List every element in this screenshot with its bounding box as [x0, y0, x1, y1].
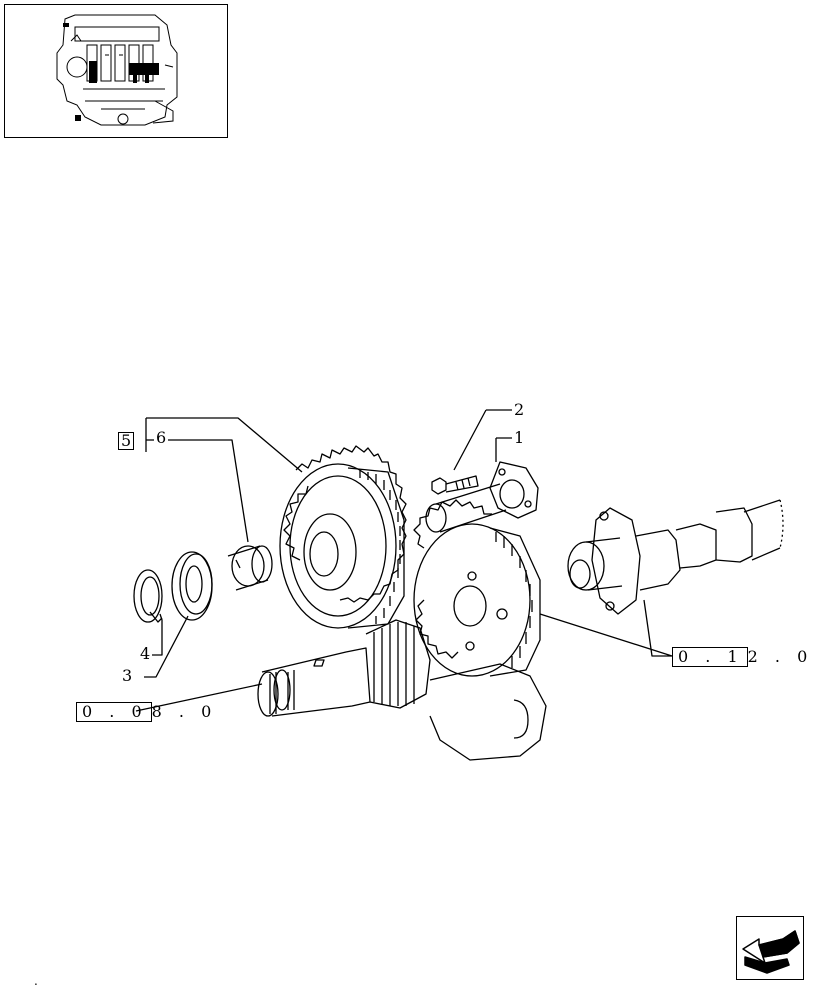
reference-suffix: 2 . 0: [747, 647, 814, 666]
leader-1: [495, 437, 512, 462]
callout-2: 2: [514, 400, 525, 419]
idler-shaft: [425, 461, 539, 533]
reference-box: 0 . 0: [76, 702, 152, 722]
idler-gear: [279, 445, 407, 629]
reference-suffix: 8 . 0: [151, 702, 218, 721]
engine-overview-icon: [56, 14, 178, 126]
camshaft: [567, 499, 784, 615]
snap-ring: [133, 569, 163, 623]
next-page-arrow-icon: [742, 930, 800, 974]
leader-5: [145, 417, 303, 473]
callout-6: 6: [156, 428, 167, 447]
callout-5: 5: [118, 432, 135, 450]
thrust-washer: [171, 551, 213, 621]
callout-4: 4: [140, 644, 151, 663]
next-page-button[interactable]: [736, 916, 804, 980]
callout-3: 3: [122, 666, 133, 685]
camshaft-gear: [413, 499, 541, 677]
leader-4: [152, 613, 163, 656]
callout-1: 1: [514, 428, 525, 447]
crankshaft-gear: [257, 619, 547, 761]
footer-dot: .: [34, 974, 38, 988]
reference-box: 0 . 1: [672, 647, 748, 667]
bushing: [227, 545, 273, 591]
leader-ref-a: [135, 683, 263, 712]
leader-6: [168, 439, 249, 543]
leader-2: [453, 409, 512, 471]
leader-3: [144, 615, 189, 678]
engine-thumbnail[interactable]: [4, 4, 228, 138]
leader-ref-b: [539, 599, 673, 657]
bolt: [431, 475, 479, 495]
